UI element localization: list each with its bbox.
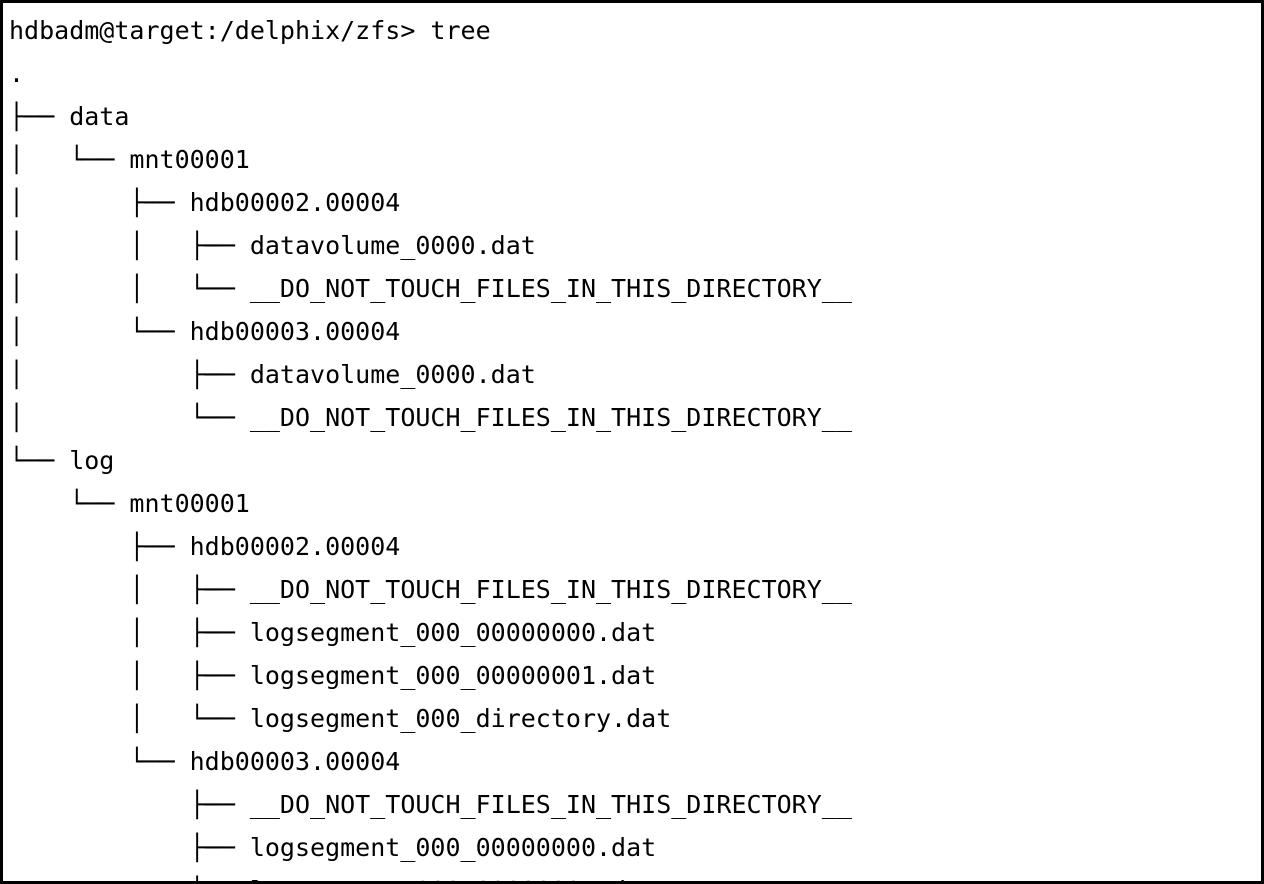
tree-output-line-0: .	[9, 59, 25, 88]
tree-output-line-10: └── mnt00001	[9, 489, 250, 518]
tree-output-line-7: │ ├── datavolume_0000.dat	[9, 360, 536, 389]
tree-output-line-2: │ └── mnt00001	[9, 145, 250, 174]
tree-output-line-19: ├── logsegment_000_00000001.dat	[9, 869, 1261, 881]
tree-output-line-4: │ │ ├── datavolume_0000.dat	[9, 231, 536, 260]
tree-output-line-16: └── hdb00003.00004	[9, 747, 401, 776]
tree-output-line-5: │ │ └── __DO_NOT_TOUCH_FILES_IN_THIS_DIR…	[9, 274, 852, 303]
tree-output-line-8: │ └── __DO_NOT_TOUCH_FILES_IN_THIS_DIREC…	[9, 403, 852, 432]
tree-output-line-3: │ ├── hdb00002.00004	[9, 188, 401, 217]
tree-output-line-14: │ ├── logsegment_000_00000001.dat	[9, 661, 657, 690]
tree-output-line-18: ├── logsegment_000_00000000.dat	[9, 833, 657, 862]
tree-output-line-11: ├── hdb00002.00004	[9, 532, 401, 561]
terminal-screen[interactable]: hdbadm@target:/delphix/zfs> tree . ├── d…	[9, 9, 1261, 881]
tree-output-line-15: │ └── logsegment_000_directory.dat	[9, 704, 672, 733]
tree-output-line-17: ├── __DO_NOT_TOUCH_FILES_IN_THIS_DIRECTO…	[9, 790, 852, 819]
tree-output-line-1: ├── data	[9, 102, 130, 131]
tree-output-line-13: │ ├── logsegment_000_00000000.dat	[9, 618, 657, 647]
tree-output-line-12: │ ├── __DO_NOT_TOUCH_FILES_IN_THIS_DIREC…	[9, 575, 852, 604]
tree-output-line-6: │ └── hdb00003.00004	[9, 317, 401, 346]
tree-output-line-9: └── log	[9, 446, 115, 475]
prompt-command-line: hdbadm@target:/delphix/zfs> tree	[9, 16, 491, 45]
